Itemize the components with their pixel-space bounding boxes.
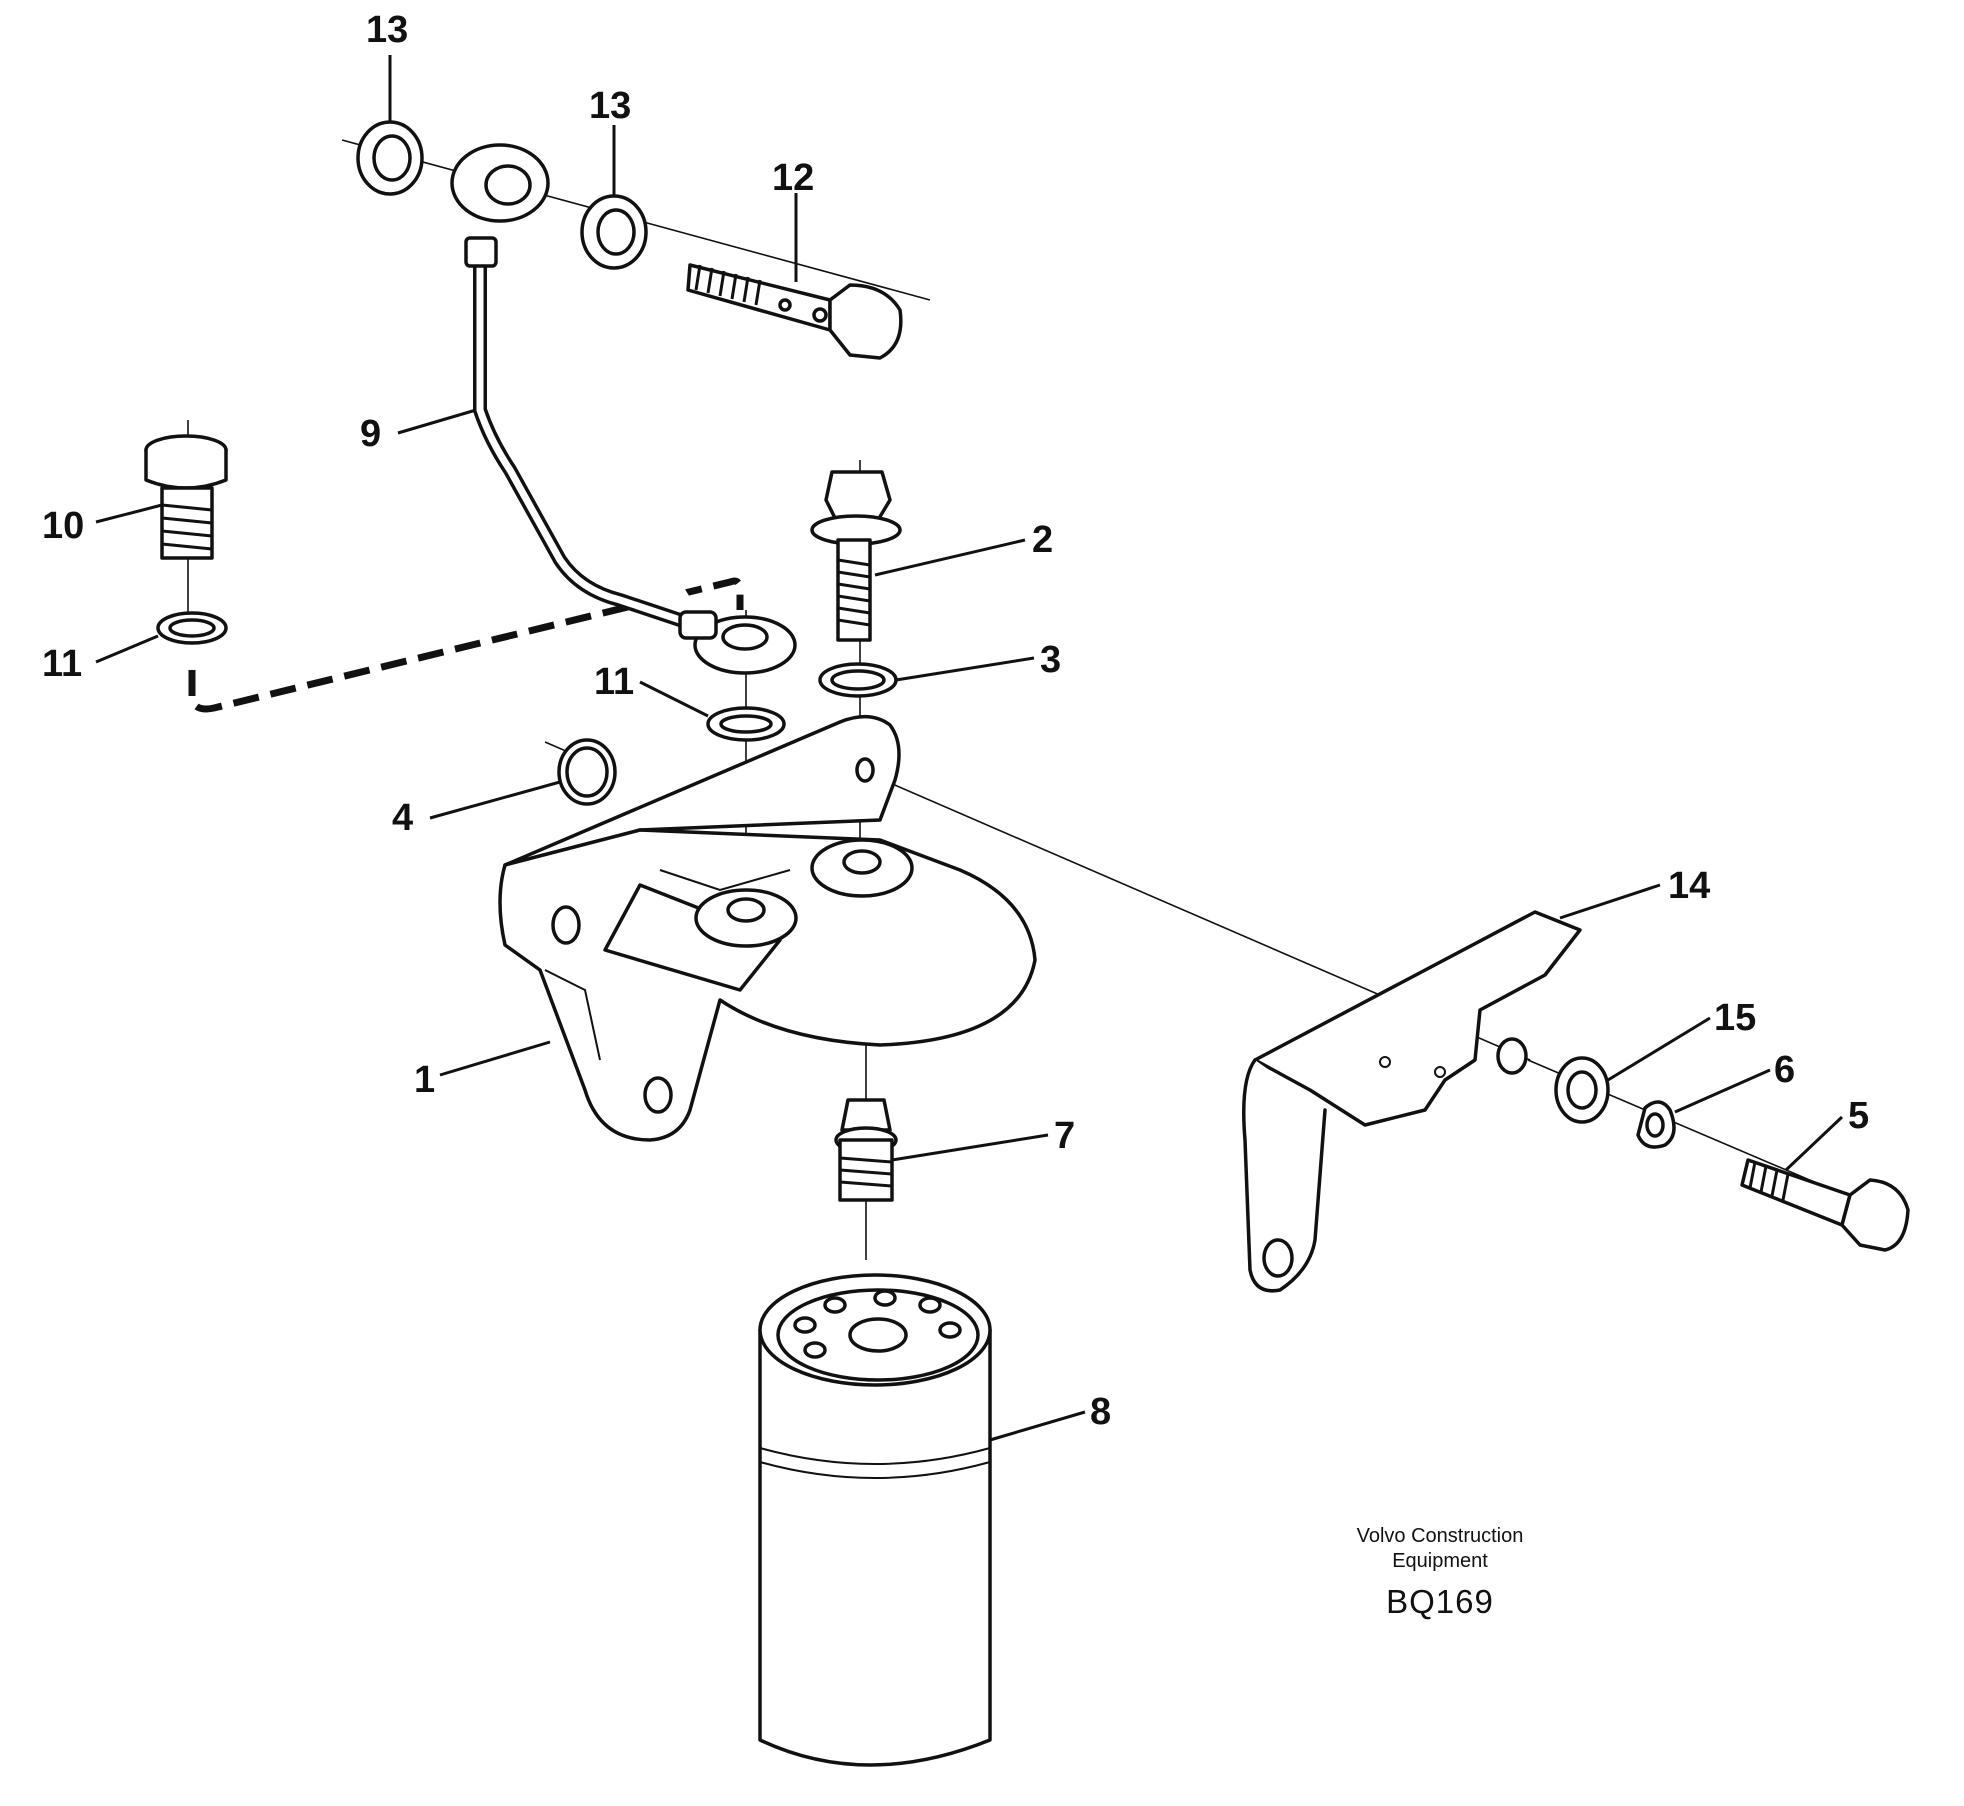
callout-labels: 13 13 12 9 10 2 11 3 11 4 14 15 6 1 5 7 …	[42, 9, 1869, 1433]
part-7-nipple	[834, 1098, 898, 1202]
callout-9: 9	[360, 413, 381, 455]
callout-5: 5	[1848, 1095, 1869, 1137]
callout-12: 12	[772, 157, 814, 199]
callout-11a: 11	[42, 643, 82, 685]
part-6-lock-washer	[1636, 1100, 1676, 1149]
part-4-o-ring	[557, 738, 617, 806]
part-13-washer-left	[356, 120, 424, 196]
callout-15: 15	[1714, 997, 1756, 1039]
caption-company-line1: Volvo Construction	[1356, 1525, 1524, 1547]
part-3-sealing-washer	[818, 662, 898, 698]
part-15-washer	[1554, 1056, 1610, 1124]
callout-8: 8	[1090, 1391, 1111, 1433]
callout-3: 3	[1040, 639, 1061, 681]
callout-13b: 13	[589, 85, 631, 127]
caption-company-line2: Equipment	[1392, 1550, 1488, 1572]
part-2-bolt	[810, 470, 902, 642]
part-5-screw	[1740, 1158, 1910, 1252]
callout-10: 10	[42, 505, 84, 547]
callout-14: 14	[1668, 865, 1710, 907]
callout-4: 4	[392, 797, 413, 839]
oil-line-route-dashed	[188, 577, 744, 713]
part-12-banjo-bolt	[686, 263, 903, 360]
drawing-code: BQ169	[1386, 1583, 1494, 1620]
drawing-caption: Volvo Construction Equipment BQ169	[1250, 1524, 1630, 1626]
part-10-plug	[144, 434, 228, 560]
assembly-axis-lines	[187, 139, 1881, 1260]
part-11-sealing-washer-center	[706, 706, 786, 742]
callout-1: 1	[414, 1059, 435, 1101]
part-8-oil-filter	[758, 1273, 992, 1767]
callout-7: 7	[1054, 1115, 1075, 1157]
callout-11b: 11	[594, 661, 634, 703]
callout-13a: 13	[366, 9, 408, 51]
part-9-oil-pipe	[450, 143, 797, 675]
callout-2: 2	[1032, 519, 1053, 561]
part-13-washer-right	[580, 194, 648, 270]
part-1-filter-head-bracket	[498, 715, 1037, 1142]
callout-6: 6	[1774, 1049, 1795, 1091]
part-14-support-bracket	[1242, 910, 1582, 1293]
part-11-sealing-washer-left	[156, 611, 228, 645]
leader-lines	[95, 55, 1844, 1442]
